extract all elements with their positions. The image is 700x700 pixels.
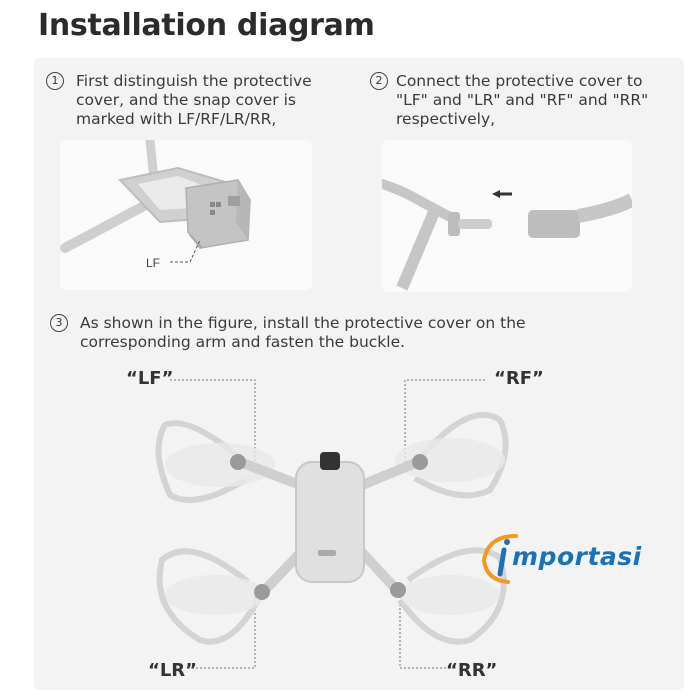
logo-text: mportasi xyxy=(512,542,642,571)
step-2: 2 Connect the protective cover to "LF" a… xyxy=(370,72,690,132)
snap-cover-illustration: LF xyxy=(60,140,312,290)
arrow-left-icon xyxy=(492,190,500,198)
step-text: As shown in the figure, install the prot… xyxy=(80,314,526,352)
lf-marker-label: LF xyxy=(146,256,160,270)
drone-illustration xyxy=(150,370,530,670)
step-1: 1 First distinguish the protective cover… xyxy=(46,72,346,132)
label-rf: “RF” xyxy=(494,368,544,389)
brand-logo: mportasi xyxy=(478,528,658,588)
label-rr: “RR” xyxy=(446,660,497,681)
step-3: 3 As shown in the figure, install the pr… xyxy=(50,314,650,354)
label-lr: “LR” xyxy=(148,660,197,681)
step-number: 1 xyxy=(46,72,64,90)
step-number: 2 xyxy=(370,72,388,90)
label-lf: “LF” xyxy=(126,368,173,389)
step-number: 3 xyxy=(50,314,68,332)
page-title: Installation diagram xyxy=(38,8,375,43)
step-text: First distinguish the protective cover, … xyxy=(76,72,312,129)
connect-cover-figure xyxy=(382,140,632,292)
connect-cover-illustration xyxy=(382,140,632,292)
snap-cover-figure: LF xyxy=(60,140,312,290)
step-text: Connect the protective cover to "LF" and… xyxy=(396,72,648,129)
